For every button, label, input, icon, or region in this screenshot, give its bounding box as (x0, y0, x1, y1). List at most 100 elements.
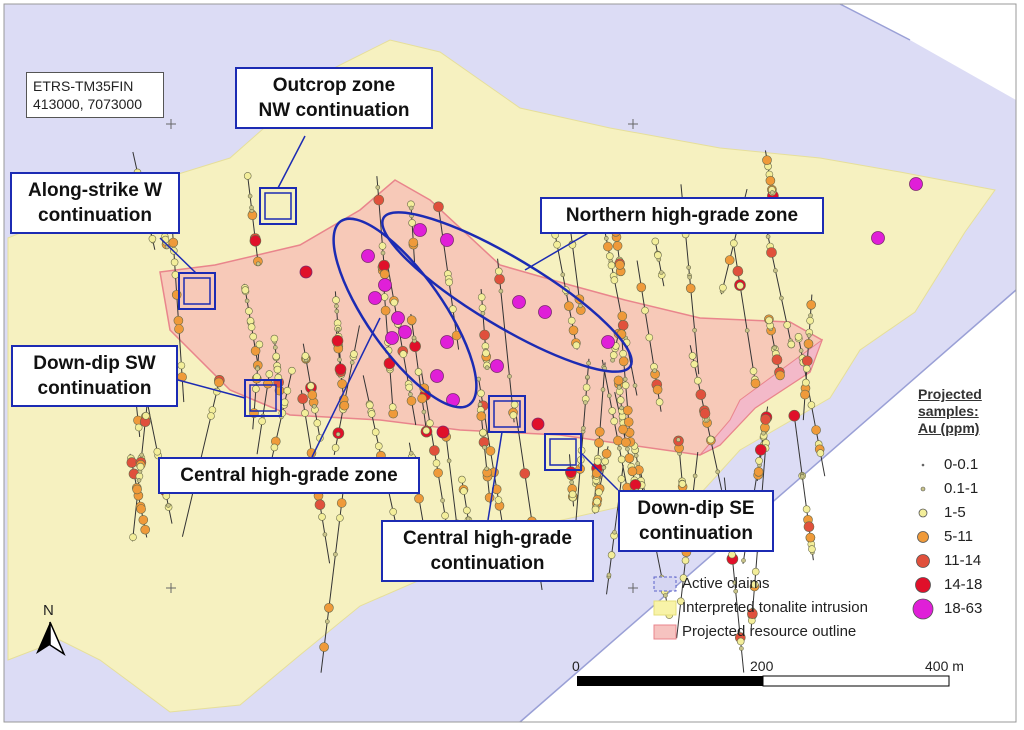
callout-line: Along-strike W (27, 180, 163, 201)
sample-point (166, 503, 171, 508)
sample-point (798, 348, 804, 353)
sample-point (378, 242, 387, 250)
leader-lines (159, 135, 619, 521)
sample-point (625, 446, 630, 452)
sample-point (627, 466, 638, 477)
legend-area-swatches (653, 576, 677, 640)
sample-point (617, 311, 628, 321)
sample-point (244, 298, 250, 304)
sample-point (609, 351, 618, 359)
sample-point (605, 252, 614, 261)
sample-point (405, 383, 414, 392)
sample-point (477, 389, 485, 398)
sample-point (307, 390, 318, 400)
high-grade-sample-point (440, 233, 454, 247)
high-grade-sample-point (368, 291, 382, 305)
sample-point (744, 328, 750, 333)
sample-point (478, 304, 487, 312)
sample-point (654, 251, 662, 259)
sample-point (477, 402, 483, 407)
sample-point (617, 455, 626, 464)
sample-point (509, 411, 518, 420)
callout-northern-zone: Northern high-grade zone (540, 197, 824, 234)
legend-title-line: Projected (918, 386, 982, 402)
callout-central-continuation: Central high-grade continuation (381, 520, 594, 582)
sample-point (799, 474, 805, 479)
sample-point (794, 332, 803, 341)
sample-point (692, 327, 697, 333)
high-grade-sample-point (361, 249, 375, 263)
sample-point (417, 393, 427, 404)
sample-point (577, 303, 583, 309)
sample-point (729, 239, 738, 248)
sample-point (433, 201, 444, 213)
claim-boundary-top (839, 3, 911, 41)
sample-point (507, 374, 512, 379)
sample-point (334, 303, 339, 309)
north-label: N (43, 602, 54, 619)
sample-point (332, 296, 340, 304)
sample-point (676, 437, 681, 443)
drillhole-trace (410, 200, 416, 263)
sample-point (272, 352, 281, 361)
sample-point (241, 286, 250, 294)
sample-point (760, 414, 771, 425)
sample-point (433, 468, 443, 478)
sample-point (635, 461, 641, 466)
high-grade-sample-point (490, 359, 504, 373)
sample-point (581, 425, 586, 431)
sample-point (171, 270, 180, 279)
legend-class-label: 0-0.1 (944, 456, 979, 473)
sample-point (750, 580, 759, 589)
sample-point (633, 453, 639, 458)
sample-point (568, 490, 577, 499)
coordinate-label: ETRS-TM35FIN 413000, 7073000 (26, 72, 164, 118)
sample-point (138, 515, 149, 525)
sample-point (728, 550, 736, 559)
callout-down-dip-sw: Down-dip SW continuation (11, 345, 178, 407)
sample-point (411, 335, 417, 341)
sample-point (773, 268, 778, 273)
sample-point (494, 496, 503, 504)
high-grade-sample-point (538, 305, 552, 319)
sample-point (607, 551, 616, 559)
sample-point (301, 409, 309, 417)
sample-point (811, 425, 821, 435)
legend-symbol (918, 508, 928, 518)
sample-point (802, 378, 810, 387)
sample-point (318, 513, 326, 521)
sample-point (585, 374, 590, 380)
sample-point (641, 306, 649, 315)
sample-point (270, 443, 279, 452)
sample-point (613, 435, 623, 446)
legend-symbol (916, 554, 930, 568)
sample-point (755, 456, 763, 465)
legend-symbol (915, 577, 931, 593)
sample-point (336, 498, 347, 508)
sample-point (334, 363, 347, 376)
sample-point (616, 396, 625, 404)
sample-point (297, 393, 309, 405)
sample-point (753, 466, 764, 477)
high-grade-sample-point (440, 335, 454, 349)
sample-point (806, 316, 814, 325)
sample-point (615, 260, 625, 270)
north-arrow-icon (36, 621, 66, 656)
sample-point (613, 375, 624, 386)
sample-point (732, 265, 744, 277)
sample-point (736, 281, 744, 290)
high-grade-sample-point (378, 278, 392, 292)
sample-point (379, 269, 390, 280)
sample-point (606, 393, 612, 399)
sample-point (699, 408, 711, 419)
sample-point (765, 175, 776, 186)
sample-point (314, 499, 326, 511)
sample-point (766, 247, 777, 258)
northern-zone-ellipse (381, 211, 633, 373)
legend-label: Interpreted tonalite intrusion (682, 599, 868, 616)
sample-point (715, 469, 721, 475)
sample-point (273, 365, 282, 374)
sample-point (761, 430, 766, 436)
sample-point (126, 457, 138, 468)
sample-point (139, 452, 144, 458)
